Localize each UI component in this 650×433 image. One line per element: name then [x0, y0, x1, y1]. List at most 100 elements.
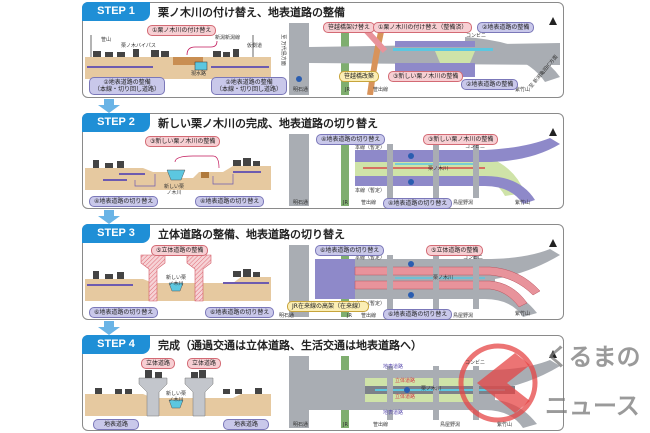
label-sasade: 笹出線	[373, 87, 389, 93]
watermark-text-top: くるまの	[545, 343, 641, 371]
route-shield-icon	[408, 261, 414, 267]
step-1-left-tag: ②地表道路の整備 （本線・切り回し道路）	[89, 77, 166, 95]
label-viaduct-2: 立体道路	[395, 394, 416, 400]
viaduct-pink-bottom	[354, 280, 528, 308]
step-4-title: 完成（通過交通は立体道路、生活交通は地表道路へ）	[158, 337, 426, 354]
tag-jr-elevated: JR在来線の高架（在来線）	[287, 301, 369, 312]
vehicles	[95, 370, 262, 394]
step-4-cross-section	[85, 370, 271, 417]
step-2-panel: STEP 2 新しい栗ノ木川の完成、地表道路の切り替え ③新しい栗ノ木川の整備 …	[82, 113, 564, 209]
label-sasade: 笹出線	[361, 313, 377, 319]
purple-road-bottom	[355, 176, 535, 204]
surface-road-left-tag: 地表道路	[93, 419, 140, 430]
step-1-cross-section	[85, 35, 271, 79]
callout-arrow	[174, 155, 220, 169]
label-surface-bottom: 地表道路	[383, 410, 404, 416]
label-surface-top: 地表道路	[383, 364, 404, 370]
down-arrow-3	[98, 321, 120, 335]
label-mainline-2: 本線（暫定）	[355, 301, 386, 307]
label-jr: JR	[347, 313, 352, 319]
label-jr: JR	[345, 87, 350, 93]
switch-arrow-left	[134, 174, 156, 187]
label-new-river: 新しい栗ノ木川	[163, 184, 184, 196]
label-temp-sideroad: 仮側道	[247, 43, 263, 49]
cross-road-3	[473, 255, 479, 309]
route-shield-icon	[296, 76, 302, 82]
tag-surface-switch-1: ④地表道路の切り替え	[316, 134, 386, 145]
label-jr: JR	[343, 422, 348, 428]
tag-viaduct: ⑤立体道路の整備	[426, 245, 484, 256]
pier-right	[186, 254, 212, 302]
cross-road-1	[387, 366, 393, 420]
viaduct-pink-top	[354, 266, 541, 296]
label-akashi: 明石通	[293, 87, 309, 93]
label-shichikuyama: 紫竹山	[515, 200, 531, 206]
label-akashi: 明石通	[279, 313, 295, 319]
route-shield-icon	[404, 387, 410, 393]
step-1-panel: STEP 1 栗ノ木川の付け替え、地表道路の整備 ①栗ノ木川の付け替え 笹山 栗…	[82, 2, 564, 98]
cross-street	[289, 245, 309, 317]
step-1-right-tag: ②地表道路の整備 （本線・切り回し道路）	[211, 77, 288, 95]
label-shichikuyama: 紫竹山	[497, 422, 513, 428]
step-1-title: 栗ノ木川の付け替え、地表道路の整備	[158, 4, 349, 21]
tag-bridge-rebuild: 笹越橋架け替え	[323, 22, 376, 33]
jr-line	[341, 134, 349, 206]
label-konbini: コンビニ	[465, 360, 486, 366]
step-3-cross-section	[85, 254, 271, 302]
green-area	[435, 51, 475, 63]
label-sasade: 笹出線	[373, 422, 389, 428]
north-arrow-icon	[549, 128, 557, 136]
cross-road-1	[387, 255, 393, 309]
new-river-channel	[166, 169, 186, 181]
purple-road-left	[315, 259, 355, 299]
cross-road-3	[473, 144, 479, 198]
vehicles	[93, 269, 260, 279]
route-shield-icon-2	[408, 179, 414, 185]
cross-road-2	[433, 366, 439, 420]
pier-left	[140, 254, 166, 302]
cross-street	[289, 134, 309, 206]
label-mainline-2: 本線（暫定）	[355, 188, 386, 194]
water-channel	[194, 61, 208, 71]
step-4-panel: STEP 4 完成（通過交通は立体道路、生活交通は地表道路へ） 立体道路 立体道…	[82, 335, 564, 431]
ground	[85, 57, 271, 79]
river-channel	[168, 399, 184, 409]
label-konbini: コンビニ	[463, 255, 484, 261]
down-arrow-1	[98, 99, 120, 113]
label-toyano: 鳥屋野潟	[440, 422, 461, 428]
step-3-panel: STEP 3 立体道路の整備、地表道路の切り替え ⑤立体道路の整備 新しい栗ノ木…	[82, 224, 564, 320]
label-current-channel: 現水路	[191, 71, 207, 77]
north-arrow-icon	[549, 17, 557, 25]
step-2-plan-map	[289, 128, 560, 206]
label-new-river: 新しい栗ノ木川	[165, 391, 186, 403]
right-tag-sub: （本線・切り回し道路）	[216, 86, 283, 93]
vehicles	[93, 158, 260, 168]
tag-surface-switch-1: ⑥地表道路の切り替え	[315, 245, 385, 256]
label-sasayama: 笹山	[101, 37, 112, 43]
step-2-callout-tag: ③新しい栗ノ木川の整備	[145, 136, 221, 147]
switch-arrow-right	[212, 174, 234, 185]
old-fill	[201, 172, 209, 178]
label-toyano: 鳥屋野潟	[453, 200, 474, 206]
tag-bridge-improve: 笹越橋改築	[339, 71, 380, 82]
viaduct-tag-left: 立体道路	[141, 358, 176, 369]
purple-road-top	[355, 138, 560, 162]
cross-road-1	[387, 144, 393, 198]
tag-surface-road-2: ②地表道路の整備	[461, 79, 519, 90]
label-shichikuyama: 紫竹山	[515, 311, 531, 317]
tag-surface-switch-2: ⑥地表道路の切り替え	[383, 309, 453, 320]
step-3-tab: STEP 3	[82, 224, 150, 243]
step-3-title: 立体道路の整備、地表道路の切り替え	[158, 226, 349, 243]
tag-new-river: ③新しい栗ノ木川の整備	[388, 71, 464, 82]
cross-road-3	[473, 366, 479, 420]
label-shichikuyama: 紫竹山	[515, 87, 531, 93]
label-new-river: 新しい栗ノ木川	[165, 275, 186, 287]
cross-road-2	[433, 255, 439, 309]
step-3-callout-tag: ⑤立体道路の整備	[151, 245, 209, 256]
tag-surface-road-1: ②地表道路の整備	[477, 22, 535, 33]
label-mainline-1: 本線（暫定）	[355, 145, 386, 151]
label-konbini: コンビニ	[466, 33, 487, 39]
label-bandai: 至 万代島方面	[279, 34, 286, 66]
watermark-text-bottom: ニュース	[545, 392, 640, 420]
step-3-right-tag: ⑥地表道路の切り替え	[205, 307, 275, 318]
